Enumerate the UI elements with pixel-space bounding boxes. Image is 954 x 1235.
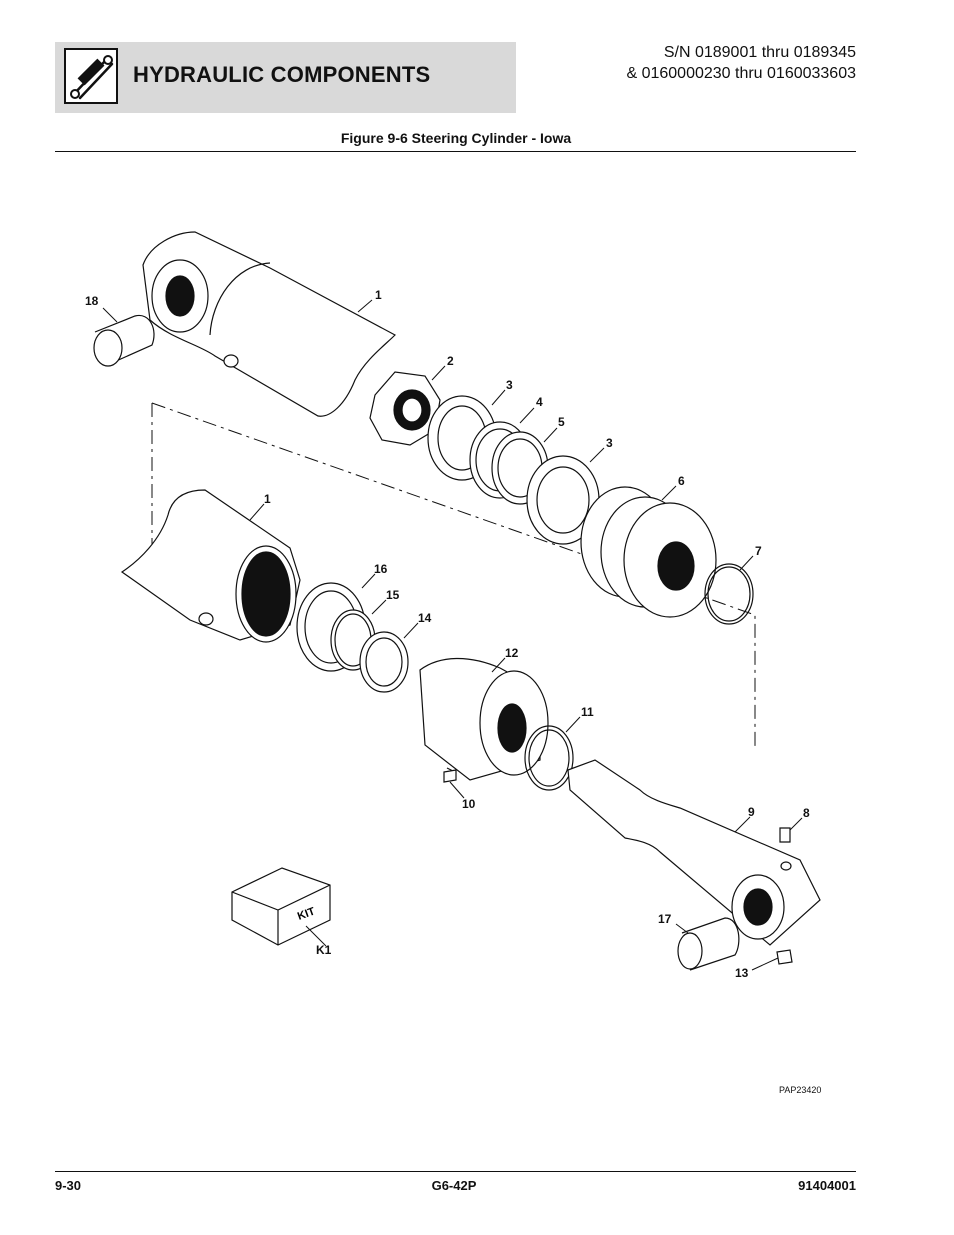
callout-k1: K1 (316, 943, 332, 957)
callout-3-first: 3 (506, 378, 513, 392)
cylinder-barrel-end (142, 231, 396, 417)
callout-8: 8 (803, 806, 810, 820)
callout-6: 6 (678, 474, 685, 488)
hex-nut-2 (369, 371, 441, 446)
callout-16: 16 (374, 562, 388, 576)
callout-11: 11 (581, 705, 594, 719)
piston-6 (580, 486, 717, 618)
callout-13: 13 (735, 966, 749, 980)
serial-line-2: & 0160000230 thru 0160033603 (626, 65, 856, 82)
callout-4: 4 (536, 395, 543, 409)
kit-box (231, 867, 331, 946)
callout-2: 2 (447, 354, 454, 368)
gland-12 (419, 657, 549, 781)
footer-rule (55, 1171, 856, 1172)
callout-1-bottom: 1 (264, 492, 271, 506)
footer-model: G6-42P (431, 1178, 477, 1193)
bushing-18 (93, 314, 155, 367)
cylinder-barrel-open (120, 489, 301, 643)
header-rule (55, 151, 856, 152)
footer-doc-number: 91404001 (798, 1178, 856, 1193)
callout-9: 9 (748, 805, 755, 819)
callout-5: 5 (558, 415, 565, 429)
callout-15: 15 (386, 588, 400, 602)
serial-range: S/N 0189001 thru 0189345 & 0160000230 th… (626, 42, 856, 84)
callout-12: 12 (505, 646, 519, 660)
kit-label: KIT (296, 905, 317, 922)
section-title: HYDRAULIC COMPONENTS (133, 62, 431, 87)
header-band (55, 42, 516, 113)
serial-line-1: S/N 0189001 thru 0189345 (663, 44, 856, 61)
hydraulic-cylinder-icon (64, 48, 118, 104)
footer-page-number: 9-30 (55, 1178, 82, 1193)
callout-1-top: 1 (375, 288, 382, 302)
drawing-code: PAP23420 (779, 1085, 822, 1095)
callout-17: 17 (658, 912, 672, 926)
figure-title: Figure 9-6 Steering Cylinder - Iowa (340, 130, 572, 146)
callout-7: 7 (755, 544, 762, 558)
rod-9 (567, 759, 821, 946)
callout-18: 18 (85, 294, 99, 308)
callout-10: 10 (462, 797, 476, 811)
callout-14: 14 (418, 611, 432, 625)
callout-3-second: 3 (606, 436, 613, 450)
